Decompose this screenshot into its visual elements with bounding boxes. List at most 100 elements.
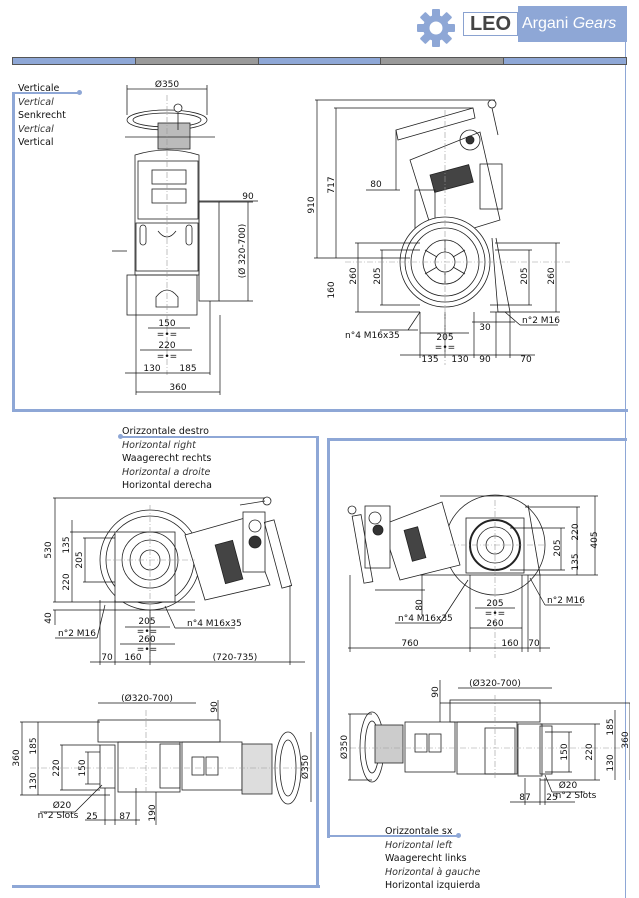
header-bar [12, 57, 627, 65]
dim-220: 220 [571, 523, 581, 540]
label-de: Waagerecht rechts [122, 453, 212, 464]
dim-260: 260 [349, 267, 359, 284]
dim-150: 150 [560, 743, 570, 760]
dim-80: 80 [415, 599, 425, 611]
bar-segment [13, 58, 135, 64]
hleft-frame-bottom [327, 835, 458, 837]
dim-40: 40 [44, 612, 54, 624]
dim-70: 70 [520, 355, 532, 365]
dim-205-bottom: 205 [486, 599, 503, 609]
slot-count: n°2 Slots [556, 791, 597, 801]
eq-mark: =•= [157, 352, 177, 362]
label-de: Waagerecht links [385, 853, 467, 864]
right-rule [625, 42, 626, 898]
vertical-frame-top [12, 92, 80, 94]
vertical-front-drawing: Ø350 90 (Ø 320-700) 150 =•= 220 =•= 130 … [112, 79, 258, 395]
label-fr: Vertical [18, 123, 54, 135]
label-it: Verticale [18, 83, 60, 94]
dim-135: 135 [421, 355, 438, 365]
dim-205-bottom: 205 [138, 617, 155, 627]
label-es: Horizontal derecha [122, 480, 213, 491]
bolt-label-4: n°4 M16x35 [187, 619, 242, 629]
hleft-side-drawing: 405 220 205 135 80 205 =•= 260 760 160 7… [347, 494, 600, 658]
eq-mark: =•= [137, 645, 157, 655]
dim-wheel: Ø350 [339, 735, 350, 760]
slot-diameter: Ø20 [559, 780, 578, 791]
dim-717: 717 [327, 176, 337, 193]
dim-range: (720-735) [213, 653, 258, 663]
label-es: Horizontal izquierda [385, 880, 481, 891]
bar-segment [258, 58, 381, 64]
dim-910: 910 [307, 196, 317, 213]
dim-130: 130 [29, 772, 39, 789]
dim-90: 90 [431, 686, 441, 698]
label-de: Senkrecht [18, 110, 66, 121]
eq-mark: =•= [485, 609, 505, 619]
vertical-frame [12, 92, 628, 412]
vertical-side-drawing: 910 717 160 260 205 205 260 80 205 =•= 3… [307, 99, 570, 365]
hright-frame [120, 436, 319, 888]
dim-87: 87 [519, 793, 530, 803]
dim-185: 185 [606, 718, 616, 735]
dim-205: 205 [553, 539, 563, 556]
dim-360: 360 [12, 749, 22, 766]
dim-130: 130 [451, 355, 468, 365]
dim-80: 80 [370, 180, 382, 190]
dim-205: 205 [373, 267, 383, 284]
dim-rope: (Ø320-700) [121, 693, 173, 704]
bolt-label-2: n°2 M16 [547, 596, 585, 606]
dim-260: 260 [138, 635, 155, 645]
dim-260-right: 260 [547, 267, 557, 284]
dim-135: 135 [571, 553, 581, 570]
dim-220: 220 [585, 743, 595, 760]
brand-name: LEO [463, 12, 518, 36]
dim-rope: (Ø 320-700) [237, 224, 248, 279]
brand-product-italic: Gears [572, 15, 617, 32]
dim-205: 205 [75, 551, 85, 568]
label-it: Orizzontale sx [385, 826, 453, 837]
dim-185: 185 [179, 364, 196, 374]
dim-205-bottom: 205 [436, 333, 453, 343]
label-es: Vertical [18, 137, 54, 148]
label-dot [77, 90, 82, 95]
label-en: Vertical [18, 96, 54, 108]
bolt-label-4: n°4 M16x35 [398, 614, 453, 624]
dim-25: 25 [546, 793, 557, 803]
dim-70: 70 [101, 653, 113, 663]
hleft-labels: Orizzontale sx Horizontal left Waagerech… [385, 825, 480, 893]
dim-530: 530 [44, 541, 54, 558]
dim-220: 220 [52, 759, 62, 776]
dim-360: 360 [169, 383, 186, 393]
dim-260: 260 [486, 619, 503, 629]
vertical-labels: Verticale Vertical Senkrecht Vertical Ve… [18, 82, 66, 150]
dim-90: 90 [210, 701, 220, 713]
label-dot [456, 833, 461, 838]
gear-icon [417, 9, 455, 47]
brand-product-name: Argani [522, 15, 569, 32]
brand-product: Argani Gears [518, 6, 627, 42]
dim-405: 405 [590, 531, 600, 548]
bolt-label-2: n°2 M16 [58, 629, 96, 639]
hleft-top-drawing: (Ø320-700) 90 Ø350 150 220 185 130 360 Ø… [339, 678, 630, 805]
dim-70: 70 [528, 639, 540, 649]
dim-90: 90 [242, 192, 254, 202]
dim-360: 360 [621, 731, 630, 748]
bar-segment [135, 58, 258, 64]
dim-190: 190 [148, 804, 158, 821]
bar-segment [504, 58, 626, 64]
label-fr: Horizontal à gauche [385, 866, 481, 878]
label-fr: Horizontal a droite [122, 466, 211, 478]
dim-130: 130 [606, 754, 616, 771]
dim-220: 220 [158, 341, 175, 351]
dim-wheel: Ø350 [300, 755, 311, 780]
hleft-frame [327, 438, 627, 838]
label-dot [118, 434, 123, 439]
eq-mark: =•= [157, 330, 177, 340]
dim-760: 760 [401, 639, 418, 649]
hright-frame-bottom [12, 885, 320, 888]
bolt-label-2: n°2 M16 [522, 316, 560, 326]
dim-wheel: Ø350 [155, 79, 180, 90]
label-it: Orizzontale destro [122, 426, 209, 437]
dim-90: 90 [479, 355, 491, 365]
eq-mark: =•= [435, 343, 455, 353]
